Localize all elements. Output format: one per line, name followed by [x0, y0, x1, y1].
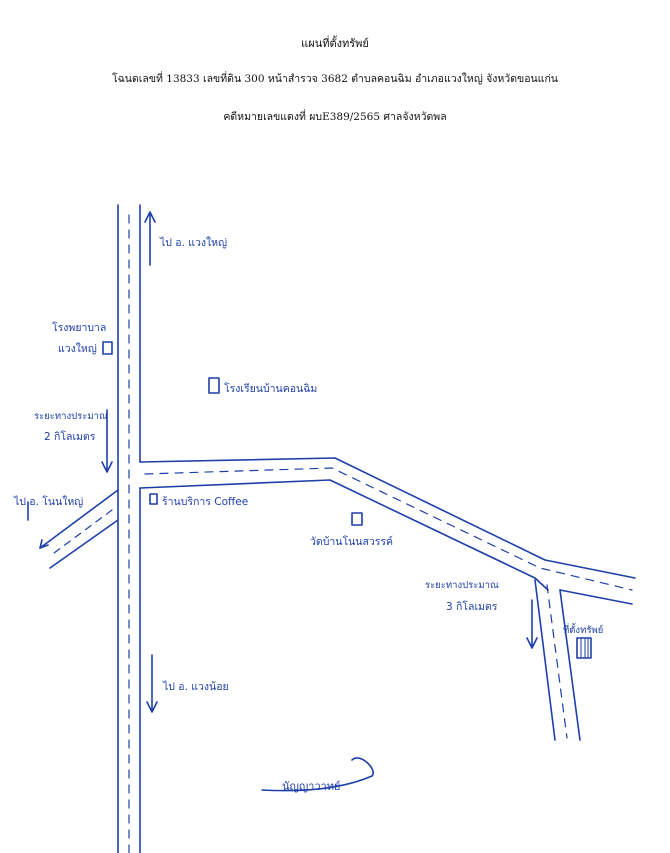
property-marker-stripes [580, 637, 589, 659]
label-to-waeng-noi: ไป อ. แวงน้อย [162, 680, 229, 693]
southwest-road-centerline [49, 509, 113, 557]
arrow-to-waeng-yai [144, 211, 156, 266]
southwest-road-bottom-edge [49, 519, 119, 569]
signature-text: นัญญาวาทย์ [282, 780, 341, 793]
label-hospital-line1: โรงพยาบาล [52, 321, 106, 334]
label-hospital-line2: แวงใหญ่ [58, 342, 97, 355]
cafe-marker [149, 493, 158, 505]
temple-marker [351, 512, 363, 526]
east-road-bottom-edge [139, 479, 549, 591]
label-property: ที่ตั้งทรัพย์ [563, 623, 603, 636]
label-cafe: ร้านบริการ Coffee [162, 496, 248, 508]
branch-road-right-edge [559, 589, 581, 741]
label-distance-2km-line1: ระยะทางประมาณ [34, 411, 108, 422]
east-road-top-edge [139, 457, 636, 579]
label-to-phon: ไป อ. โนนใหญ่ [13, 495, 83, 508]
map-title: แผนที่ตั้งทรัพย์ [301, 37, 369, 50]
branch-road-centerline [546, 584, 568, 739]
property-marker [576, 637, 592, 659]
arrow-distance-3km [526, 599, 538, 649]
hospital-marker [102, 341, 113, 355]
branch-road-left-edge [534, 579, 556, 741]
case-number: คดีหมายเลขแดงที่ ผบE389/2565 ศาลจังหวัดพ… [223, 111, 447, 123]
school-marker [208, 377, 220, 394]
arrow-to-waeng-noi [146, 654, 158, 713]
label-distance-2km-line2: 2 กิโลเมตร [44, 430, 96, 443]
arrow-distance-2km [101, 409, 113, 473]
east-road-far-edge [559, 589, 633, 605]
east-road-centerline [144, 467, 633, 591]
label-school: โรงเรียนบ้านคอนฉิม [224, 382, 317, 395]
label-distance-3km-line1: ระยะทางประมาณ [425, 580, 499, 591]
arrow-sw-road [39, 539, 49, 549]
southwest-road-top-edge [39, 489, 119, 549]
label-temple: วัดบ้านโนนสวรรค์ [310, 535, 393, 548]
label-distance-3km-line2: 3 กิโลเมตร [446, 600, 498, 613]
deed-info: โฉนดเลขที่ 13833 เลขที่ดิน 300 หน้าสำรวจ… [112, 73, 558, 85]
label-to-waeng-yai: ไป อ. แวงใหญ่ [159, 236, 227, 249]
signature-stroke [261, 757, 374, 792]
